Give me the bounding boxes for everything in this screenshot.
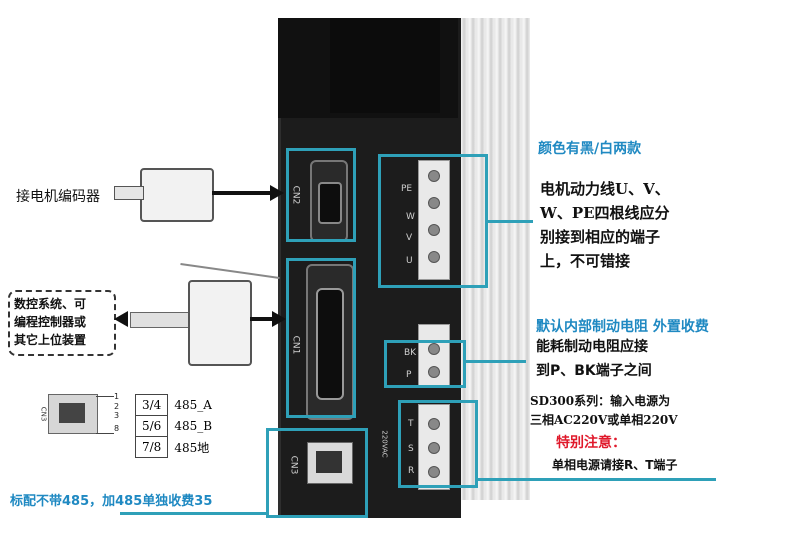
signal-cell: 485_A	[174, 398, 212, 412]
power-screw-3	[428, 466, 440, 478]
motor-note-line3: 别接到相应的端子	[540, 228, 661, 246]
power-screw-2	[428, 442, 440, 454]
cn3-port	[307, 442, 353, 484]
terminal-p-label: P	[406, 370, 412, 380]
brake-highlight	[384, 340, 466, 388]
resistor-line1: 能耗制动电阻应接	[536, 339, 648, 355]
terminal-u-label: U	[406, 256, 413, 266]
single-phase-note: 单相电源请接R、T端子	[552, 458, 678, 472]
rj45-pin-1: 1	[114, 392, 120, 401]
cnc-label-line3: 其它上位装置	[14, 333, 87, 347]
cnc-db-connector-icon	[188, 280, 252, 366]
rj45-pin-3: 3	[114, 411, 120, 420]
motor-note-line2: W、PE四根线应分	[540, 204, 670, 222]
cn2-connector	[310, 160, 348, 242]
cnc-arrow-right-line	[250, 317, 274, 321]
voltage-mark: 220VAC	[380, 430, 389, 458]
encoder-cable	[114, 186, 144, 200]
rs485-fee-note: 标配不带485，加485单独收费35	[10, 494, 213, 509]
encoder-arrow-head	[270, 185, 284, 201]
cn1-highlight	[286, 258, 356, 418]
motor-note-line1: 电机动力线U、V、	[540, 180, 670, 198]
terminal-t-label: T	[408, 419, 414, 429]
motor-screw-4	[428, 251, 440, 263]
rs485-callout-line	[120, 512, 266, 515]
brake-callout-line	[466, 360, 526, 363]
pin-cell: 7/8	[134, 436, 169, 458]
motor-note-line4: 上，不可错接	[540, 252, 631, 270]
motor-highlight	[378, 154, 488, 288]
cnc-label-line1: 数控系统、可	[14, 297, 87, 311]
power-callout-line	[478, 478, 716, 481]
terminal-pe-label: PE	[401, 184, 413, 194]
cnc-thin-cable	[180, 263, 280, 279]
pin-cell: 5/6	[134, 415, 169, 437]
motor-screw-1	[428, 170, 440, 182]
encoder-db-connector-icon	[140, 168, 214, 222]
resistor-title: 默认内部制动电阻 外置收费	[536, 319, 709, 335]
table-row: 7/8 485地	[134, 436, 219, 458]
terminal-w-label: W	[406, 212, 415, 222]
brake-screw-1	[428, 343, 440, 355]
motor-screw-3	[428, 224, 440, 236]
table-row: 3/4 485_A	[134, 394, 219, 416]
motor-callout-line	[488, 220, 533, 223]
table-row: 5/6 485_B	[134, 415, 219, 437]
rj45-pin-2: 2	[114, 402, 120, 411]
color-note: 颜色有黑/白两款	[538, 141, 642, 157]
sd300-line2: 三相AC220V或单相220V	[530, 413, 678, 427]
device-top-cover	[330, 18, 440, 113]
rs485-pin-table: 3/4 485_A 5/6 485_B 7/8 485地	[134, 394, 219, 458]
motor-screw-2	[428, 197, 440, 209]
terminal-v-label: V	[406, 233, 413, 243]
rj45-pin-8: 8	[114, 424, 120, 433]
power-highlight	[398, 400, 478, 488]
encoder-arrow-line	[212, 191, 272, 195]
rj45-pin-lines	[96, 396, 114, 434]
pin-cell: 3/4	[134, 394, 169, 416]
signal-cell: 485地	[174, 440, 210, 455]
terminal-s-label: S	[408, 444, 414, 454]
brake-screw-2	[428, 366, 440, 378]
terminal-r-label: R	[408, 466, 415, 476]
rj45-icon	[48, 394, 98, 434]
attention-label: 特别注意：	[556, 435, 626, 451]
signal-cell: 485_B	[174, 419, 213, 433]
encoder-label: 接电机编码器	[16, 189, 100, 205]
rj45-icon-label: CN3	[39, 406, 48, 422]
cn3-highlight	[266, 428, 368, 518]
resistor-line2: 到P、BK端子之间	[536, 363, 652, 379]
sd300-line1: SD300系列：输入电源为	[530, 394, 671, 408]
power-screw-1	[428, 418, 440, 430]
cnc-label-line2: 编程控制器或	[14, 315, 87, 329]
cnc-arrow-right-head	[272, 311, 286, 327]
cn2-highlight	[286, 148, 356, 242]
terminal-bk-label: BK	[404, 348, 417, 358]
cnc-cable	[130, 312, 192, 328]
cnc-arrow-left-head	[114, 311, 128, 327]
